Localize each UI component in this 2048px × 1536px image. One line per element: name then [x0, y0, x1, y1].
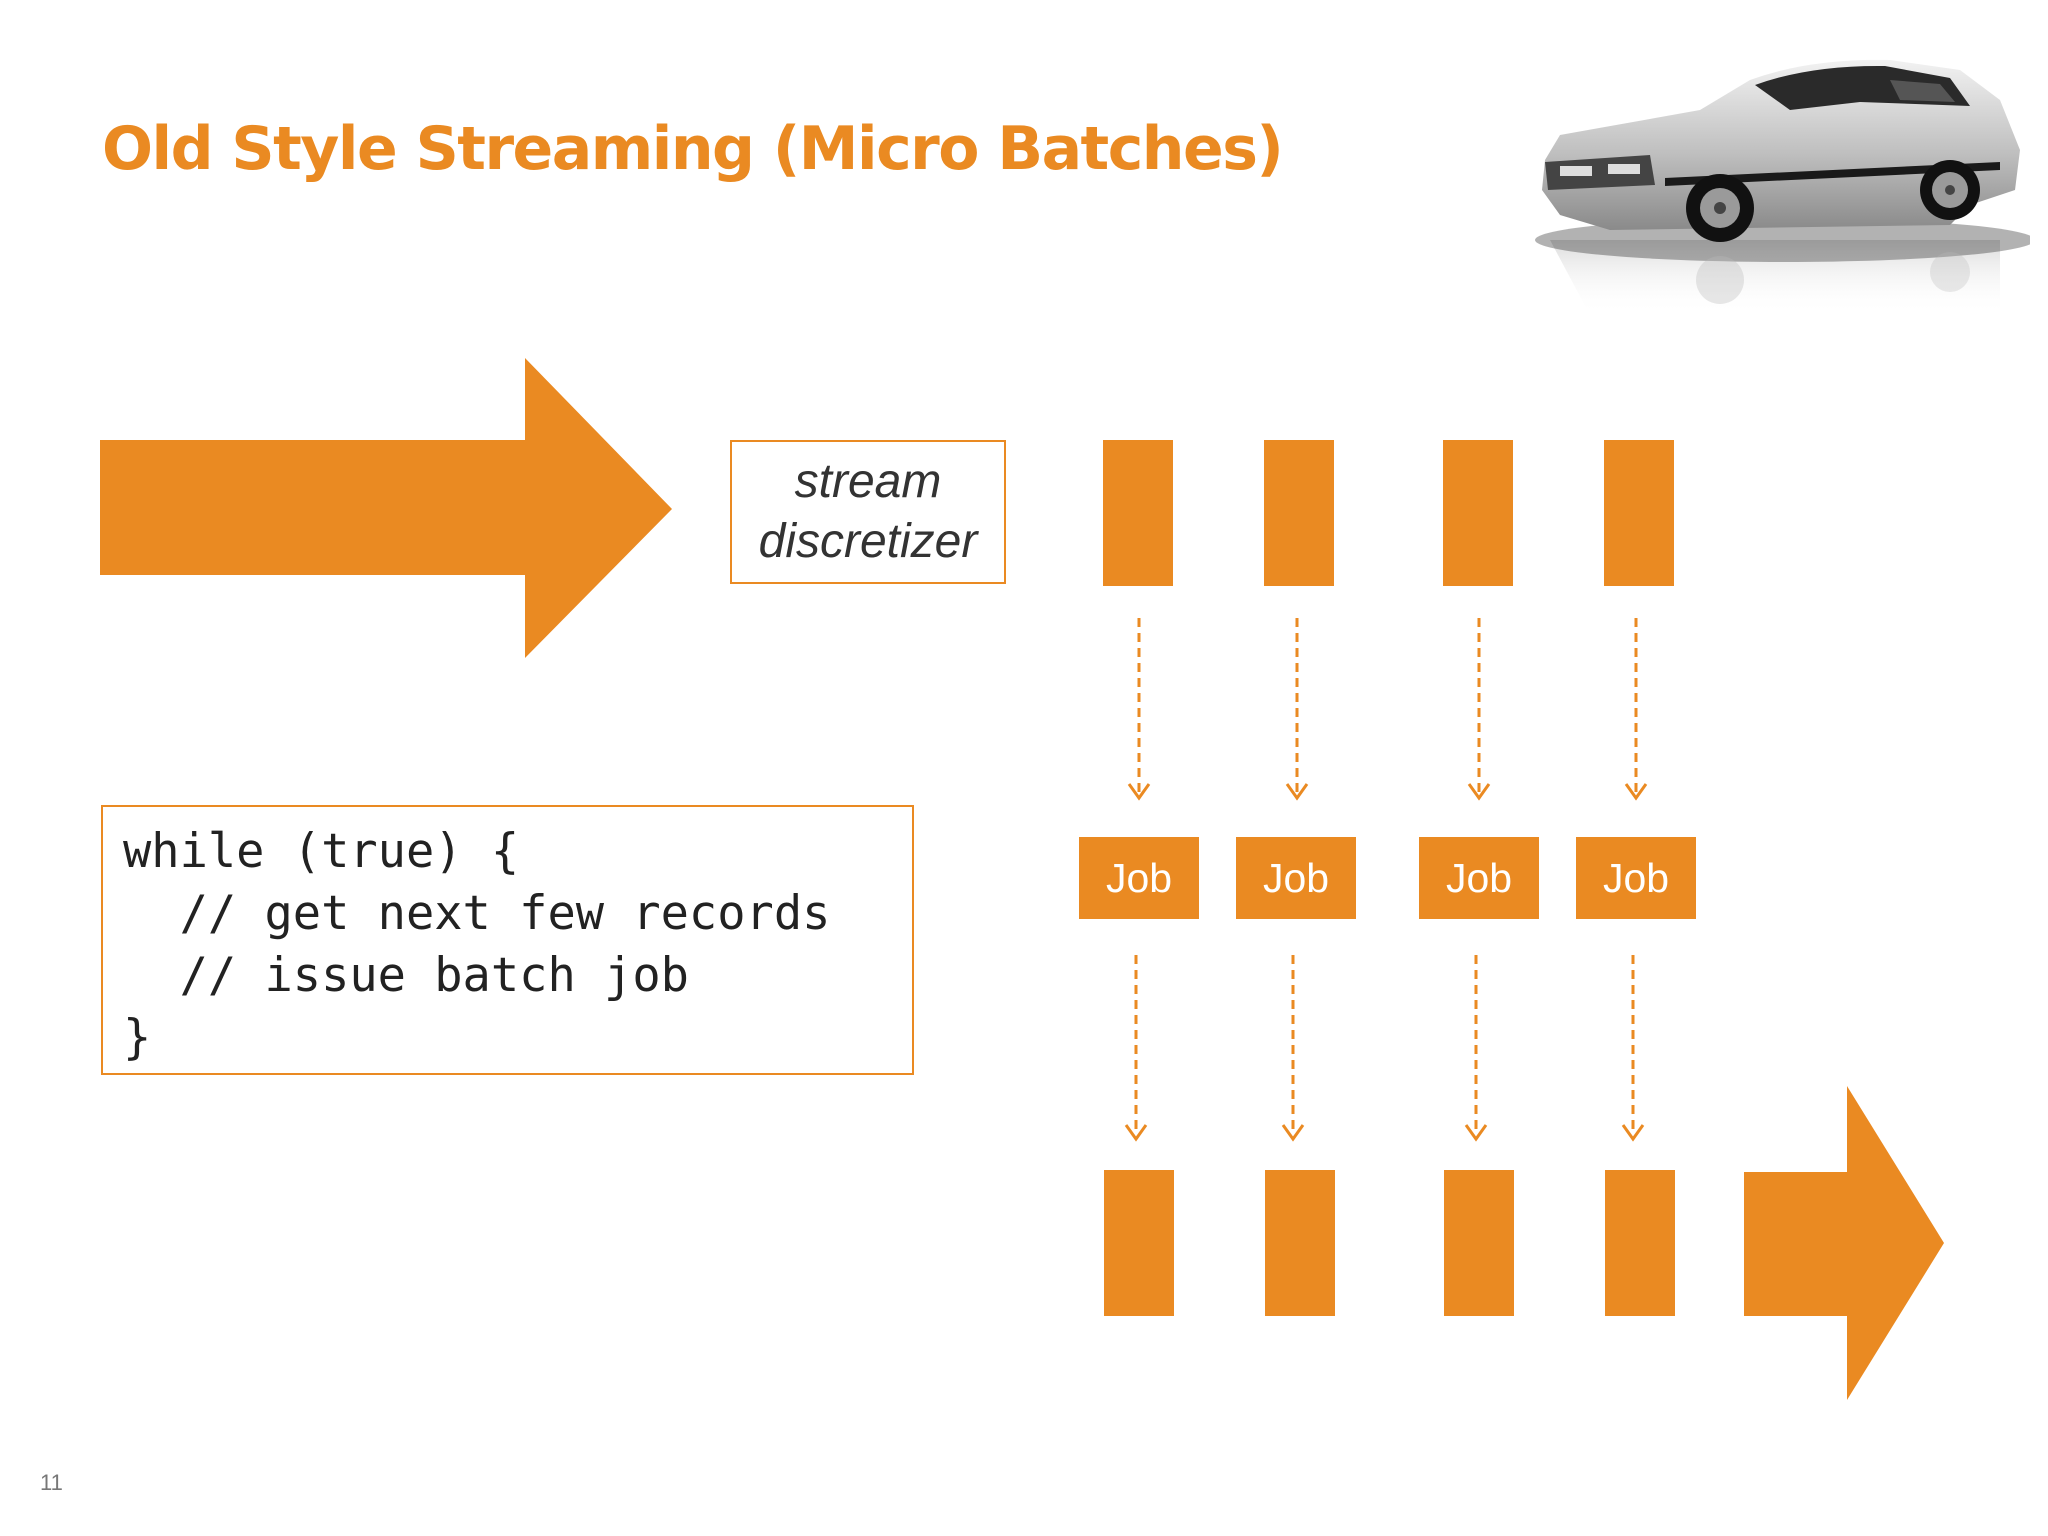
job-box: Job [1236, 837, 1356, 919]
dashed-down-arrow [1121, 955, 1151, 1143]
code-line: } [123, 1010, 152, 1065]
output-batch-block [1605, 1170, 1675, 1316]
pseudo-code-box: while (true) { // get next few records /… [101, 805, 914, 1075]
input-batch-block [1604, 440, 1674, 586]
dashed-down-arrow [1282, 618, 1312, 802]
code-line: // issue batch job [123, 948, 689, 1003]
dashed-down-arrow [1464, 618, 1494, 802]
dashed-down-arrow [1124, 618, 1154, 802]
input-batch-block [1443, 440, 1513, 586]
output-batch-block [1104, 1170, 1174, 1316]
input-stream-arrow [100, 358, 672, 658]
stream-discretizer-box: stream discretizer [730, 440, 1006, 584]
slide-title: Old Style Streaming (Micro Batches) [102, 114, 1284, 184]
job-box: Job [1576, 837, 1696, 919]
output-stream-arrow [1744, 1086, 1944, 1400]
dashed-down-arrow [1278, 955, 1308, 1143]
job-box: Job [1419, 837, 1539, 919]
dashed-down-arrow [1621, 618, 1651, 802]
code-line: // get next few records [123, 886, 831, 941]
dashed-down-arrow [1618, 955, 1648, 1143]
input-batch-block [1264, 440, 1334, 586]
discretizer-label-line1: stream [794, 455, 942, 508]
discretizer-label-line2: discretizer [758, 515, 978, 568]
code-line: while (true) { [123, 824, 520, 879]
job-box: Job [1079, 837, 1199, 919]
dashed-down-arrow [1461, 955, 1491, 1143]
input-batch-block [1103, 440, 1173, 586]
output-batch-block [1265, 1170, 1335, 1316]
car-image [1530, 40, 2030, 330]
output-batch-block [1444, 1170, 1514, 1316]
page-number: 11 [40, 1470, 63, 1495]
